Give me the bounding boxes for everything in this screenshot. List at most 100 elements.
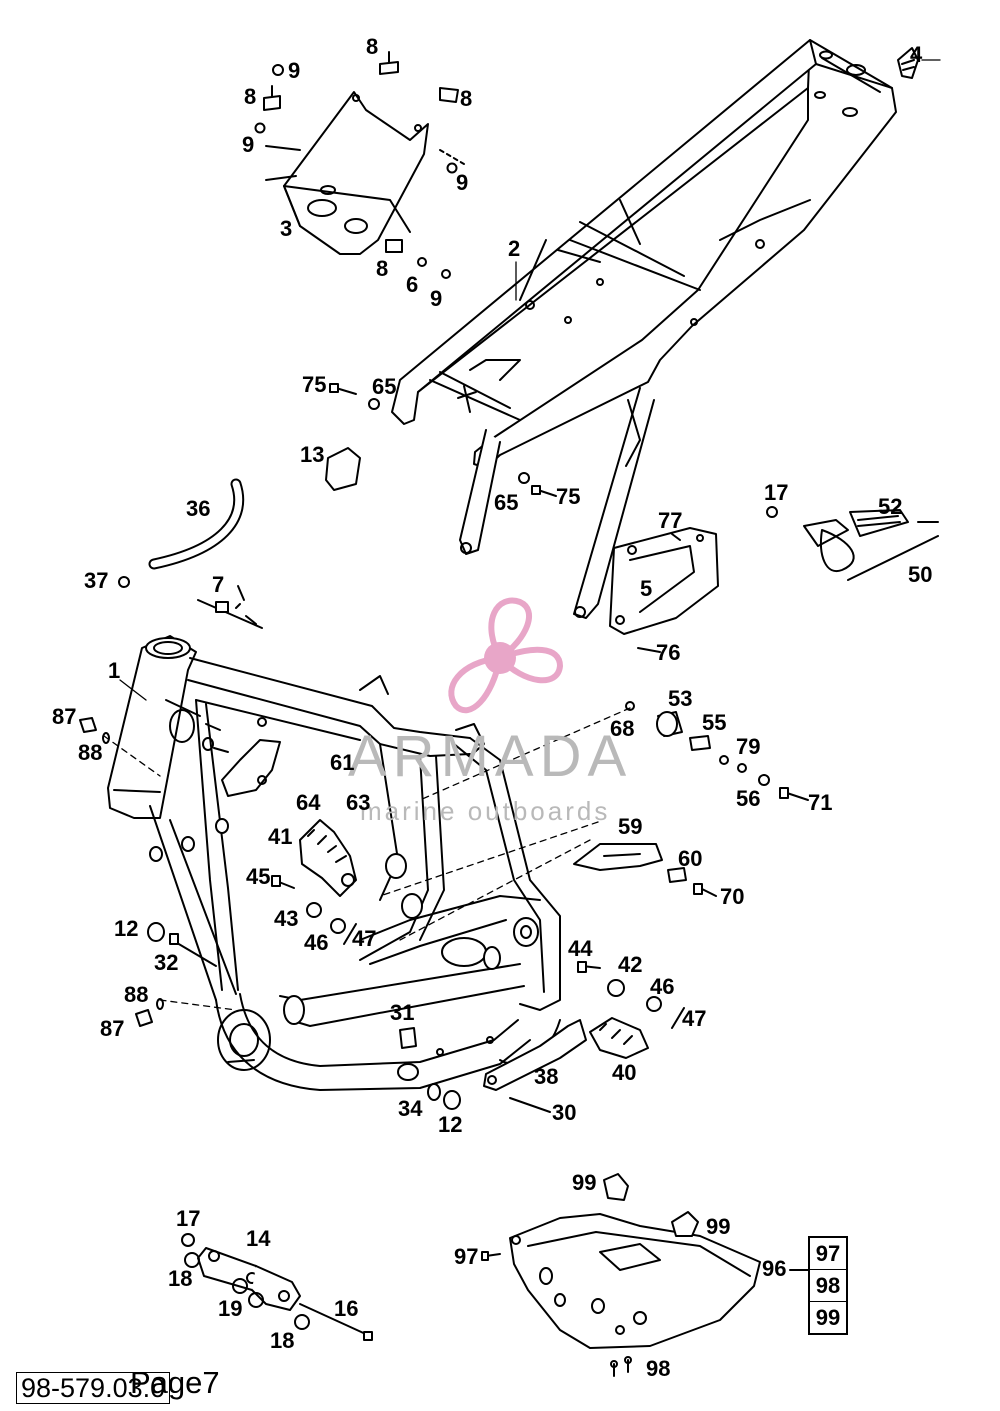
linkage-assembly xyxy=(181,1233,373,1341)
foot-peg-right xyxy=(483,961,685,1113)
callout-label: 3 xyxy=(280,216,293,241)
small-fittings xyxy=(118,576,263,629)
callout-label: 55 xyxy=(702,710,727,735)
skid-plate-part xyxy=(481,1173,809,1377)
watermark-tagline: marine outboards xyxy=(360,796,611,826)
callout-label: 65 xyxy=(372,374,397,399)
callout-label: 31 xyxy=(390,1000,415,1025)
callout-label: 44 xyxy=(568,936,593,961)
callout-label: 63 xyxy=(346,790,371,815)
callout-label: 41 xyxy=(268,824,293,849)
kit-box-entry: 98 xyxy=(810,1270,846,1302)
callout-label: 8 xyxy=(460,86,473,111)
callout-label: 42 xyxy=(618,952,643,977)
footrest-part xyxy=(766,506,939,581)
callout-label: 16 xyxy=(334,1296,359,1321)
callout-label: 5 xyxy=(640,576,653,601)
watermark-brand: ARMADA xyxy=(348,724,633,789)
callout-label: 65 xyxy=(494,490,519,515)
chain-guide-bracket xyxy=(609,527,719,653)
callout-label: 52 xyxy=(878,494,903,519)
callout-label: 88 xyxy=(78,740,103,765)
callout-label: 97 xyxy=(454,1244,479,1269)
main-frame-part xyxy=(107,635,561,1091)
end-cap-part xyxy=(897,47,919,79)
callout-label: 14 xyxy=(246,1226,271,1251)
callout-label: 4 xyxy=(910,42,923,67)
callout-label: 8 xyxy=(244,84,257,109)
callout-label: 34 xyxy=(398,1096,423,1121)
callout-label: 17 xyxy=(176,1206,201,1231)
callout-label: 37 xyxy=(84,568,109,593)
bolts-75-65 xyxy=(329,383,557,497)
callout-label: 36 xyxy=(186,496,211,521)
callout-label: 71 xyxy=(808,790,833,815)
callout-label: 46 xyxy=(304,930,329,955)
callout-label: 9 xyxy=(242,132,255,157)
callout-label: 38 xyxy=(534,1064,559,1089)
propeller-hub xyxy=(484,642,516,674)
callout-leaders xyxy=(119,59,941,701)
callout-label: 56 xyxy=(736,786,761,811)
callout-label: 2 xyxy=(508,236,521,261)
kit-box-entry: 97 xyxy=(810,1238,846,1270)
foot-peg-left xyxy=(271,819,357,945)
callout-label: 19 xyxy=(218,1296,243,1321)
propeller-icon xyxy=(448,597,564,714)
callout-label: 47 xyxy=(352,926,377,951)
callout-label: 9 xyxy=(456,170,469,195)
callout-label: 70 xyxy=(720,884,745,909)
kit-box-entry: 99 xyxy=(815,1305,841,1330)
callout-label: 40 xyxy=(612,1060,637,1085)
callout-label: 96 xyxy=(762,1256,787,1281)
left-hardware xyxy=(79,717,217,1027)
callout-label: 1 xyxy=(108,658,121,683)
bracket-13-part xyxy=(325,447,361,491)
callout-label: 76 xyxy=(656,640,681,665)
callout-label: 43 xyxy=(274,906,299,931)
callout-label: 88 xyxy=(124,982,149,1007)
callout-label: 64 xyxy=(296,790,321,815)
callout-label: 87 xyxy=(52,704,77,729)
callout-label: 79 xyxy=(736,734,761,759)
leader-lines xyxy=(103,707,631,1011)
callout-label: 17 xyxy=(764,480,789,505)
callout-label: 75 xyxy=(556,484,581,509)
callout-label: 68 xyxy=(610,716,635,741)
callout-label: 61 xyxy=(330,750,355,775)
right-hardware xyxy=(573,701,809,897)
lower-hardware xyxy=(399,1027,461,1110)
watermark-logo xyxy=(448,597,564,714)
callout-label: 77 xyxy=(658,508,683,533)
page-label: Page7 xyxy=(130,1365,220,1400)
callout-label: 18 xyxy=(270,1328,295,1353)
callout-label: 99 xyxy=(572,1170,597,1195)
callout-label: 12 xyxy=(438,1112,463,1137)
callout-label: 59 xyxy=(618,814,643,839)
hose-part xyxy=(148,478,245,570)
callout-label: 98 xyxy=(646,1356,671,1381)
callout-label: 12 xyxy=(114,916,139,941)
callout-label: 87 xyxy=(100,1016,125,1041)
callout-label: 53 xyxy=(668,686,693,711)
callout-label: 46 xyxy=(650,974,675,999)
callout-label: 47 xyxy=(682,1006,707,1031)
callout-label: 60 xyxy=(678,846,703,871)
callout-label: 9 xyxy=(430,286,443,311)
callout-label: 75 xyxy=(302,372,327,397)
document-code: 98-579.03.0 xyxy=(16,1372,171,1404)
callout-label: 30 xyxy=(552,1100,577,1125)
callout-label: 13 xyxy=(300,442,325,467)
callout-label: 18 xyxy=(168,1266,193,1291)
callout-label: 7 xyxy=(212,572,225,597)
callout-label: 99 xyxy=(706,1214,731,1239)
callout-label: 50 xyxy=(908,562,933,587)
callout-label: 9 xyxy=(288,58,301,83)
tool-tray-part xyxy=(265,91,429,255)
callout-label: 32 xyxy=(154,950,179,975)
kit-part-box: 97 98 99 xyxy=(808,1236,848,1335)
callout-label: 8 xyxy=(366,34,379,59)
callout-label: 45 xyxy=(246,864,271,889)
